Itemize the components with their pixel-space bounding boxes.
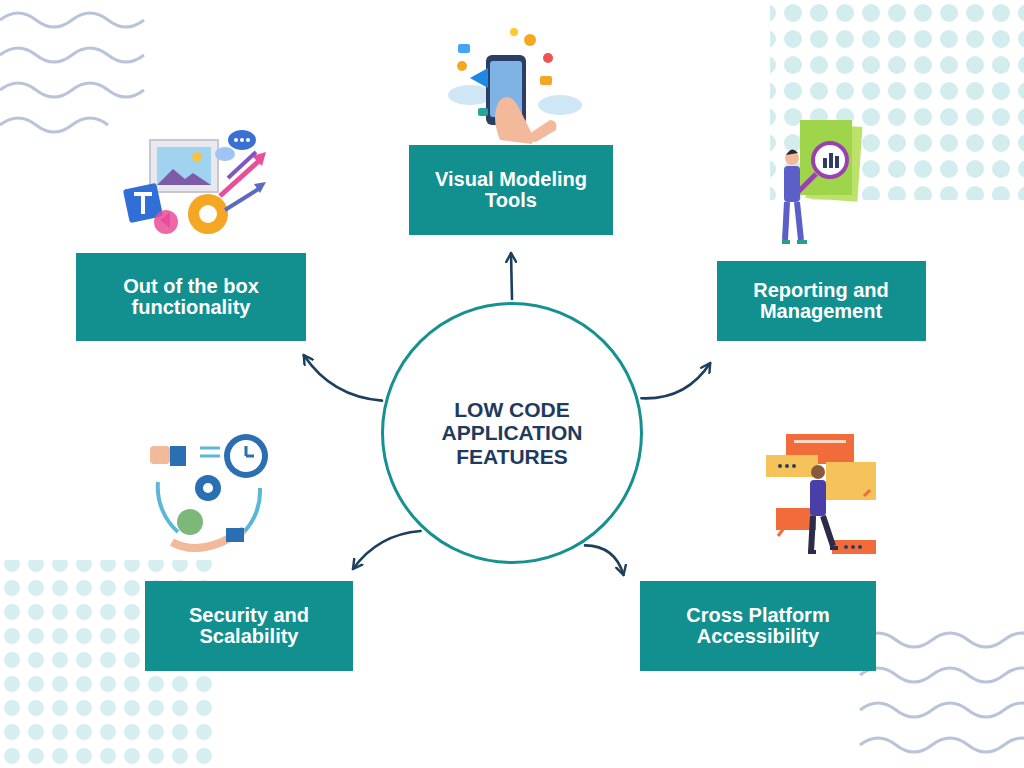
- feature-label: Cross Platform Accessibility: [654, 605, 862, 647]
- feature-label: Reporting and Management: [731, 280, 912, 322]
- wave-lines: [0, 13, 144, 132]
- security-illustration: [150, 434, 268, 548]
- feature-label: Security and Scalability: [159, 605, 339, 647]
- feature-box: Out of the box functionality: [76, 253, 306, 341]
- report-illustration: [782, 120, 863, 242]
- wave-lines: [860, 633, 1024, 752]
- arrow-connector: [304, 355, 382, 401]
- feature-box: Visual Modeling Tools: [409, 145, 613, 235]
- feature-label: Visual Modeling Tools: [423, 169, 599, 211]
- cards-illustration: [766, 434, 876, 554]
- arrow-connector: [353, 531, 421, 569]
- arrow-connector: [585, 545, 624, 575]
- arrow-connector: [511, 253, 512, 299]
- feature-box: Security and Scalability: [145, 581, 353, 671]
- feature-label: Out of the box functionality: [90, 276, 292, 318]
- feature-box: Reporting and Management: [717, 261, 926, 341]
- phone-illustration: [448, 28, 582, 144]
- feature-box: Cross Platform Accessibility: [640, 581, 876, 671]
- dot-field: [770, 0, 1024, 200]
- center-circle: LOW CODE APPLICATION FEATURES: [381, 302, 643, 564]
- center-title: LOW CODE APPLICATION FEATURES: [425, 398, 600, 469]
- toolkit-illustration: [123, 130, 266, 234]
- arrow-connector: [641, 363, 710, 398]
